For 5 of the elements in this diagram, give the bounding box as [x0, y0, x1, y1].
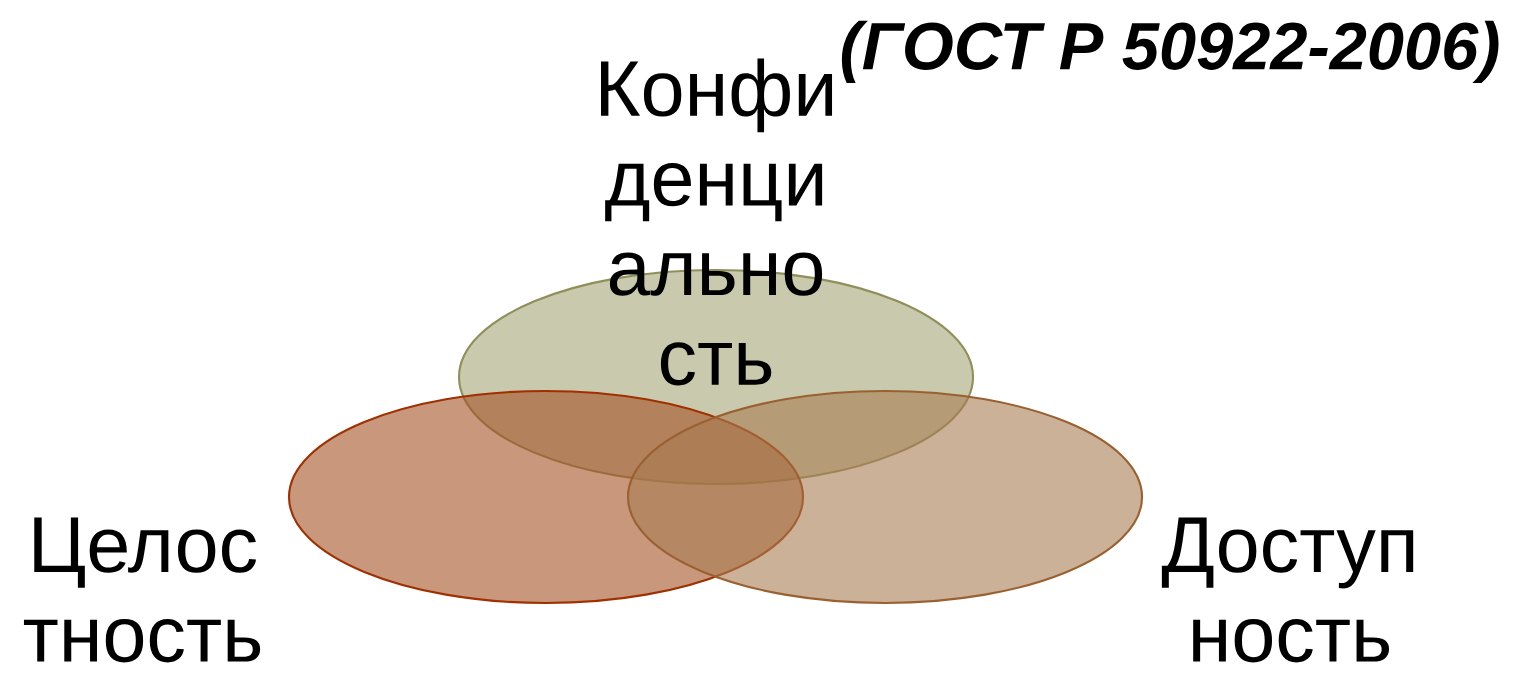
ellipse-label: Конфи денци ально сть — [601, 58, 833, 386]
ellipse-label: Целос тность — [23, 517, 261, 663]
title: (ГОСТ Р 50922-2006) — [841, 20, 1499, 84]
ellipse-label: Доступ ность — [1161, 517, 1414, 663]
ellipse — [626, 389, 1144, 605]
